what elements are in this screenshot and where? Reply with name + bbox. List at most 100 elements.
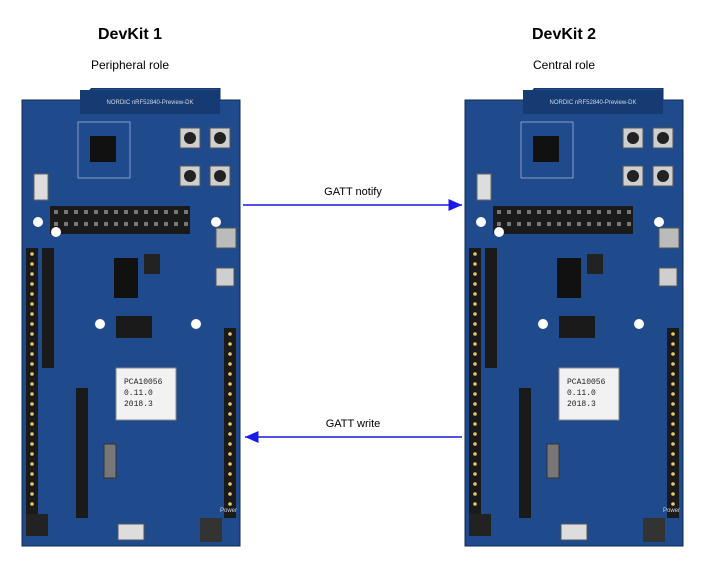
mount-hole (33, 217, 43, 227)
header-pin (124, 210, 128, 214)
mount-hole (494, 227, 504, 237)
devkit2-title: DevKit 2 (531, 26, 597, 43)
chip-line: 0.11.0 (124, 389, 153, 398)
header-pin (94, 222, 98, 226)
gold-pin (473, 372, 477, 376)
header-pin (547, 222, 551, 226)
board-brand: NORDIC nRF52840-Preview-DK (549, 100, 636, 106)
button-cap-2 (657, 132, 669, 144)
header-pin (517, 210, 521, 214)
gold-pin (671, 442, 675, 446)
gold-pin (30, 502, 34, 506)
gold-pin (30, 392, 34, 396)
gold-pin (228, 402, 232, 406)
gold-pin (228, 492, 232, 496)
gold-pin (30, 252, 34, 256)
header-pin (84, 222, 88, 226)
header-pin (104, 222, 108, 226)
mount-hole (51, 227, 61, 237)
antenna-area (80, 90, 220, 114)
header-pin (74, 210, 78, 214)
ic-component (557, 258, 581, 298)
gold-pin (671, 392, 675, 396)
gold-pin (228, 422, 232, 426)
header-pin (144, 210, 148, 214)
header-pin (134, 222, 138, 226)
gold-pin (228, 432, 232, 436)
ic-component (114, 258, 138, 298)
button-cap-2 (214, 132, 226, 144)
header-pin (587, 210, 591, 214)
gold-pin (473, 442, 477, 446)
header-pin (154, 210, 158, 214)
reset-button (215, 267, 235, 287)
header-pin (527, 210, 531, 214)
gold-pin (30, 372, 34, 376)
chip-line: 2018.3 (567, 400, 596, 409)
header-pin (527, 222, 531, 226)
gold-pin (473, 482, 477, 486)
header-pin (174, 210, 178, 214)
power-switch (476, 173, 492, 201)
button-cap-3 (184, 170, 196, 182)
header-pin (497, 210, 501, 214)
gold-pin (228, 462, 232, 466)
gold-pin (671, 402, 675, 406)
header-pin (517, 222, 521, 226)
rf-module (77, 121, 131, 179)
gold-pin (30, 452, 34, 456)
header-pin (557, 222, 561, 226)
header-pin (64, 210, 68, 214)
gatt-notify-label: GATT notify (324, 186, 382, 198)
header-pin (557, 210, 561, 214)
header-pin (104, 210, 108, 214)
top-header (493, 206, 633, 234)
usb-port-bottom (117, 523, 145, 541)
usb-port-side (215, 227, 237, 249)
gold-pin (30, 492, 34, 496)
header-pin (507, 222, 511, 226)
header-pin (54, 210, 58, 214)
mount-hole (211, 217, 221, 227)
header-pin (587, 222, 591, 226)
inner-header (76, 388, 88, 518)
header-pin (164, 210, 168, 214)
header-pin (577, 222, 581, 226)
header-pin (537, 210, 541, 214)
gold-pin (228, 482, 232, 486)
inner-header (519, 388, 531, 518)
gold-pin (473, 462, 477, 466)
button-cap-3 (627, 170, 639, 182)
mcu-chip (90, 136, 116, 162)
gold-pin (473, 322, 477, 326)
power-connector (643, 518, 665, 542)
rf-module (520, 121, 574, 179)
gold-pin (228, 342, 232, 346)
header-pin (184, 210, 188, 214)
button-cap-1 (627, 132, 639, 144)
debug-header (116, 316, 152, 338)
left-header-inner (485, 248, 497, 368)
gold-pin (473, 282, 477, 286)
gold-pin (228, 332, 232, 336)
button-cap-4 (657, 170, 669, 182)
gold-pin (671, 412, 675, 416)
gatt-write-label: GATT write (325, 418, 381, 430)
power-label: Power (663, 508, 680, 514)
top-header (50, 206, 190, 234)
power-label: Power (220, 508, 237, 514)
gold-pin (671, 472, 675, 476)
gold-pin (228, 382, 232, 386)
header-pin (617, 210, 621, 214)
gold-pin (30, 402, 34, 406)
header-pin (507, 210, 511, 214)
devkit1-title: DevKit 1 (97, 26, 163, 43)
header-pin (174, 222, 178, 226)
header-pin (627, 210, 631, 214)
header-pin (567, 210, 571, 214)
mcu-chip (533, 136, 559, 162)
devkit1-role: Peripheral role (90, 58, 170, 72)
mount-hole (654, 217, 664, 227)
